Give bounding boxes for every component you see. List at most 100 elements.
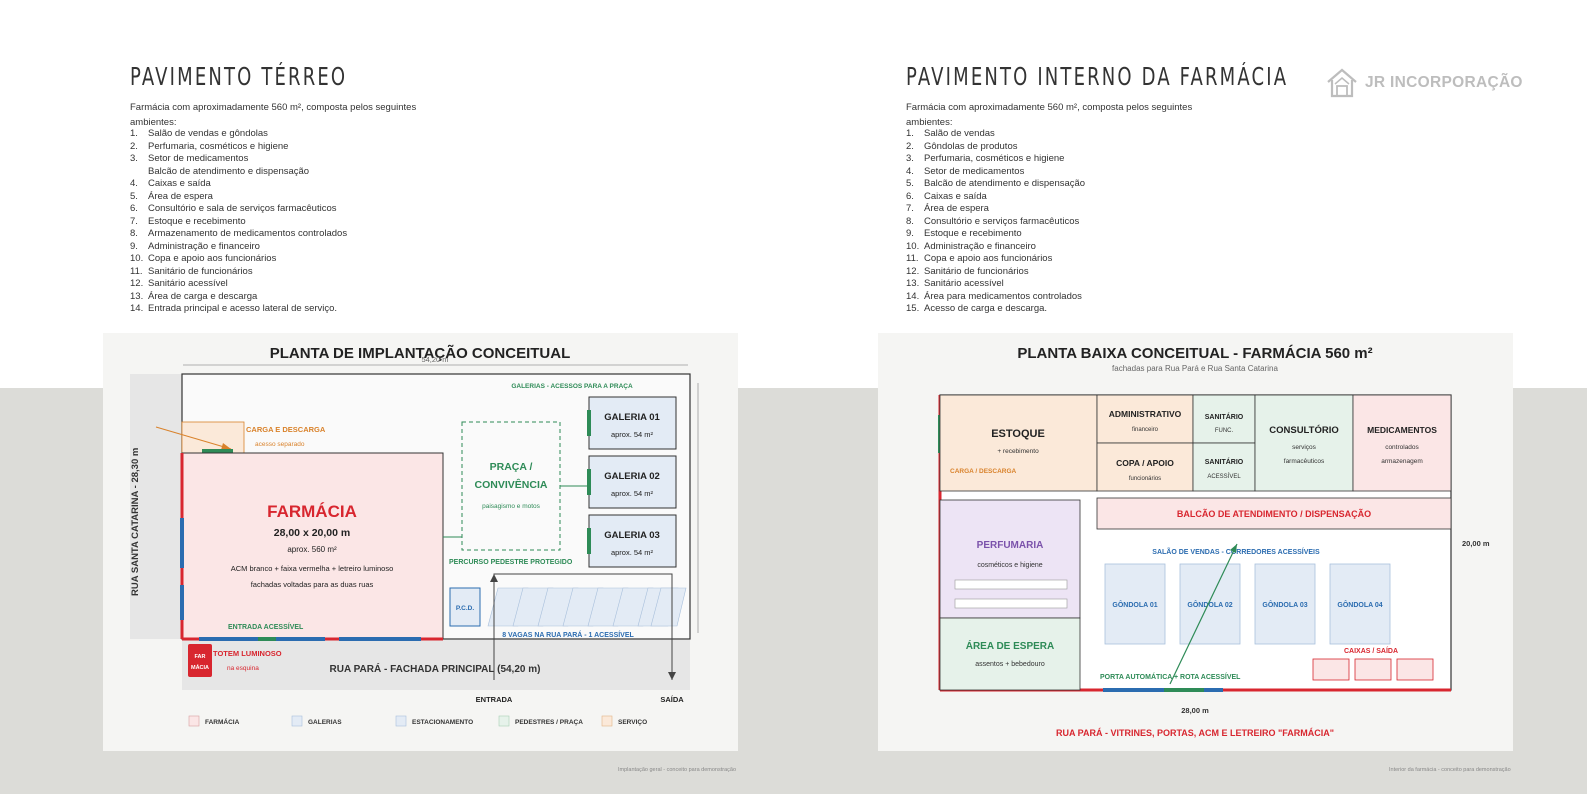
gallery-01-label: GALERIA 01 (604, 412, 660, 423)
pedestrian-path-label: PERCURSO PEDESTRE PROTEGIDO (449, 559, 573, 566)
totem-label: TOTEM LUMINOSO (213, 649, 282, 658)
parking-space (650, 587, 687, 627)
room-list-number: 1. (906, 128, 914, 139)
room-list-number: 9. (130, 240, 138, 252)
administrative-label: ADMINISTRATIVO (1109, 409, 1182, 419)
exit-arrow-head (668, 672, 676, 680)
room-list-item: 5. Balcão de atendimento e dispensação (906, 178, 1085, 191)
room-list-number: 5. (906, 178, 914, 189)
room-list-text: Sanitário acessível (924, 278, 1004, 289)
room-list-text: Copa e apoio aos funcionários (924, 253, 1053, 264)
pharmacy-building (181, 452, 444, 640)
room-list-text: Gôndolas de produtos (924, 140, 1018, 152)
consultation-room (1254, 394, 1354, 492)
gallery-02-area: aprox. 54 m² (611, 489, 654, 498)
medicines-sub-label-2: armazenagem (1381, 458, 1423, 465)
checkout-counter (1396, 658, 1434, 681)
room-list-text: Setor de medicamentos (148, 153, 249, 164)
galleries-access-label: GALERIAS - ACESSOS PARA A PRAÇA (511, 383, 633, 390)
medicines-sub-label-1: controlados (1385, 444, 1419, 451)
gondola-04 (1329, 563, 1391, 645)
room-list-text: Administração e financeiro (924, 240, 1036, 252)
exit-label: SAÍDA (660, 695, 684, 704)
accessible-route-arrow (1169, 543, 1238, 685)
legend-pharmacy: FARMÁCIA (205, 717, 240, 726)
room-list-item: 11. Copa e apoio aos funcionários (906, 253, 1085, 266)
medicines-label: MEDICAMENTOS (1367, 425, 1437, 435)
checkout-counter (1354, 658, 1392, 681)
room-list-number: 12. (130, 278, 144, 289)
plaza-label-2: CONVIVÊNCIA (475, 478, 548, 491)
staff-room (1096, 442, 1194, 492)
room-list-item: 13.Área de carga e descarga (130, 291, 347, 304)
room-list-item: 1.Salão de vendas (906, 128, 1085, 141)
gallery-02 (588, 455, 677, 509)
gallery-03-door (587, 528, 591, 554)
room-list-item: 15.Acesso de carga e descarga. (906, 303, 1085, 316)
room-list-number: 8. (906, 215, 914, 227)
staff-restroom-sub-label: FUNC. (1215, 428, 1234, 434)
room-list-item: 5.Área de espera (130, 191, 347, 204)
staff-room-label: COPA / APOIO (1116, 458, 1174, 468)
accessible-entrance-label: ENTRADA ACESSÍVEL (228, 622, 304, 631)
room-list-text: Área de espera (148, 190, 213, 202)
consultation-sub-label-2: farmacêuticos (1284, 458, 1325, 465)
room-list-item: 13.Sanitário acessível (906, 278, 1085, 291)
room-list-item: 14.Área para medicamentos controlados (906, 291, 1085, 304)
legend-swatch-galleries (291, 715, 303, 727)
site-plan-panel: PLANTA DE IMPLANTAÇÃO CONCEITUAL 54,20 m… (103, 333, 738, 751)
room-list-item: 7.Estoque e recebimento (130, 216, 347, 229)
perfumery-area (939, 499, 1081, 619)
parking-spaces (487, 587, 687, 627)
floor-plan-drawing: PLANTA BAIXA CONCEITUAL - FARMÁCIA 560 m… (938, 345, 1490, 738)
room-list-number: 10. (130, 253, 144, 264)
room-list-number: 4. (130, 178, 138, 189)
room-list-text: Consultório e serviços farmacêuticos (924, 215, 1080, 227)
street-facade-label: RUA PARÁ - VITRINES, PORTAS, ACM E LETRE… (1056, 728, 1334, 738)
parking-label: 8 VAGAS NA RUA PARÁ - 1 ACESSÍVEL (502, 630, 634, 639)
room-list-number: 14. (130, 303, 144, 314)
room-list-item: 12.Sanitário de funcionários (906, 266, 1085, 279)
front-street-label: RUA PARÁ - FACHADA PRINCIPAL (54,20 m) (330, 662, 541, 675)
gondola-02 (1179, 563, 1241, 645)
entry-label: ENTRADA (476, 695, 513, 704)
room-list-item: 10.Administração e financeiro (906, 241, 1085, 254)
room-list-number: 4. (906, 165, 914, 177)
room-list-number: 11. (906, 253, 919, 264)
room-list-text: Sanitário acessível (148, 278, 228, 289)
company-logo: JR INCORPORAÇÃO (1325, 66, 1523, 100)
perfumery-label: PERFUMARIA (977, 540, 1044, 551)
room-list-text: Estoque e recebimento (148, 215, 246, 227)
site-plan-drawing: PLANTA DE IMPLANTAÇÃO CONCEITUAL 54,20 m… (130, 344, 699, 727)
legend-swatch-service (601, 715, 613, 727)
room-list-text: Estoque e recebimento (924, 228, 1022, 239)
room-list-number: 13. (130, 290, 144, 302)
staff-restroom-label: SANITÁRIO (1205, 412, 1244, 421)
room-list-number: 8. (130, 228, 138, 239)
room-list-text: Administração e financeiro (148, 240, 260, 252)
waiting-area (939, 617, 1081, 691)
pharmacy-area: aprox. 560 m² (287, 545, 337, 554)
room-list-item: 2.Gôndolas de produtos (906, 141, 1085, 154)
page-top-background (0, 0, 1587, 388)
room-list-text: Balcão de atendimento e dispensação (924, 178, 1086, 189)
room-list-number: 14. (906, 290, 920, 302)
room-list-text: Sanitário de funcionários (148, 265, 253, 277)
accessible-parking-label: P.C.D. (456, 605, 474, 612)
right-heading: PAVIMENTO INTERNO DA FARMÁCIA (906, 62, 1289, 91)
service-counter-label: BALCÃO DE ATENDIMENTO / DISPENSAÇÃO (1177, 509, 1371, 519)
accessible-restroom (1192, 442, 1256, 492)
left-heading: PAVIMENTO TÉRREO (130, 62, 348, 91)
room-list-item: 4. Caixas e saída (130, 178, 347, 191)
room-list-number: 2. (130, 140, 138, 152)
room-list-item: 11.Sanitário de funcionários (130, 266, 347, 279)
left-caption: Implantação geral - conceito para demons… (618, 767, 737, 773)
totem-icon-text-2: MÁCIA (191, 664, 209, 671)
room-list-item: 9.Estoque e recebimento (906, 228, 1085, 241)
gallery-01-door (587, 410, 591, 436)
totem-sub-label: na esquina (227, 665, 259, 672)
room-list-text: Caixas e saída (148, 178, 211, 189)
gallery-01 (588, 396, 677, 450)
vehicle-flow-line (493, 573, 673, 680)
